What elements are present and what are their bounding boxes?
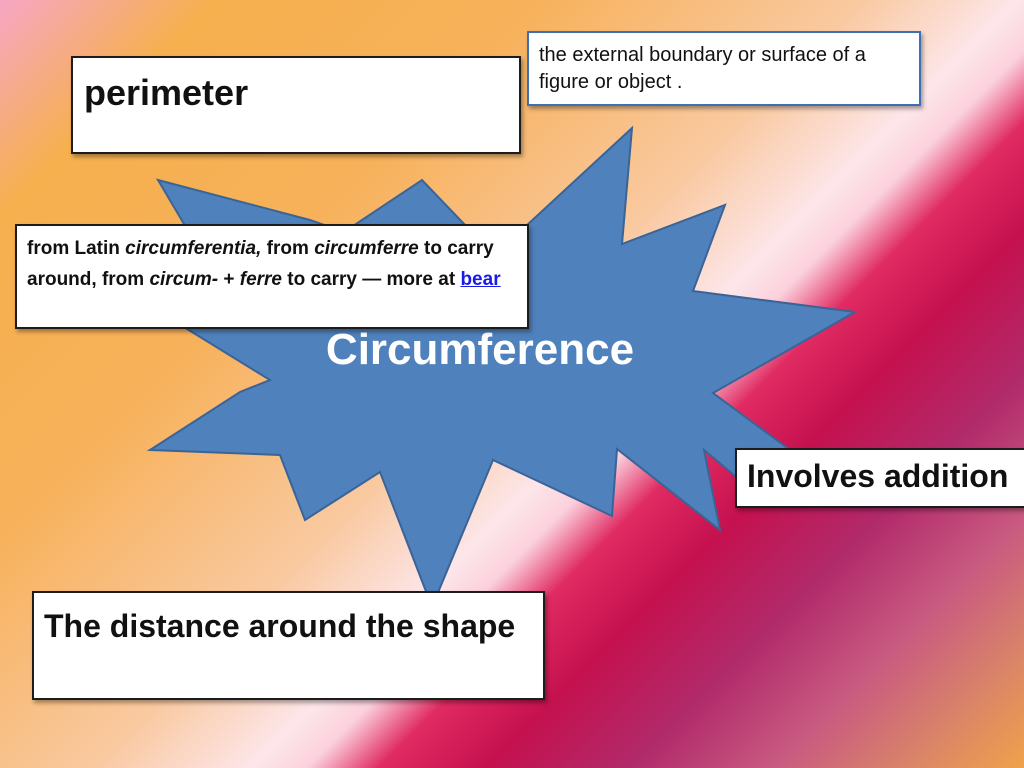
distance-text: The distance around the shape — [44, 608, 516, 644]
etymology-text-3: to carry around, from — [27, 238, 494, 290]
etymology-text-1: from Latin — [27, 238, 126, 259]
involves-box: Involves addition — [735, 448, 1024, 508]
etymology-italic-1: circumferentia, — [125, 238, 262, 259]
bear-link[interactable]: bear — [460, 269, 501, 290]
etymology-italic-2: circumferre — [314, 238, 419, 259]
etymology-text-2: from — [261, 238, 315, 259]
etymology-box: from Latin circumferentia, from circumfe… — [15, 224, 529, 329]
definition-text: the external boundary or surface of a fi… — [539, 44, 866, 93]
starburst-label: Circumference — [325, 325, 635, 374]
perimeter-text: perimeter — [84, 72, 249, 113]
involves-text: Involves addition — [747, 458, 1009, 494]
etymology-text-4: + — [218, 269, 240, 290]
perimeter-box: perimeter — [71, 56, 521, 154]
definition-box: the external boundary or surface of a fi… — [527, 31, 921, 106]
etymology-italic-4: ferre — [239, 269, 282, 290]
etymology-italic-3: circum- — [149, 269, 219, 290]
etymology-text-5: to carry — more at — [282, 269, 461, 290]
distance-box: The distance around the shape — [32, 591, 545, 700]
